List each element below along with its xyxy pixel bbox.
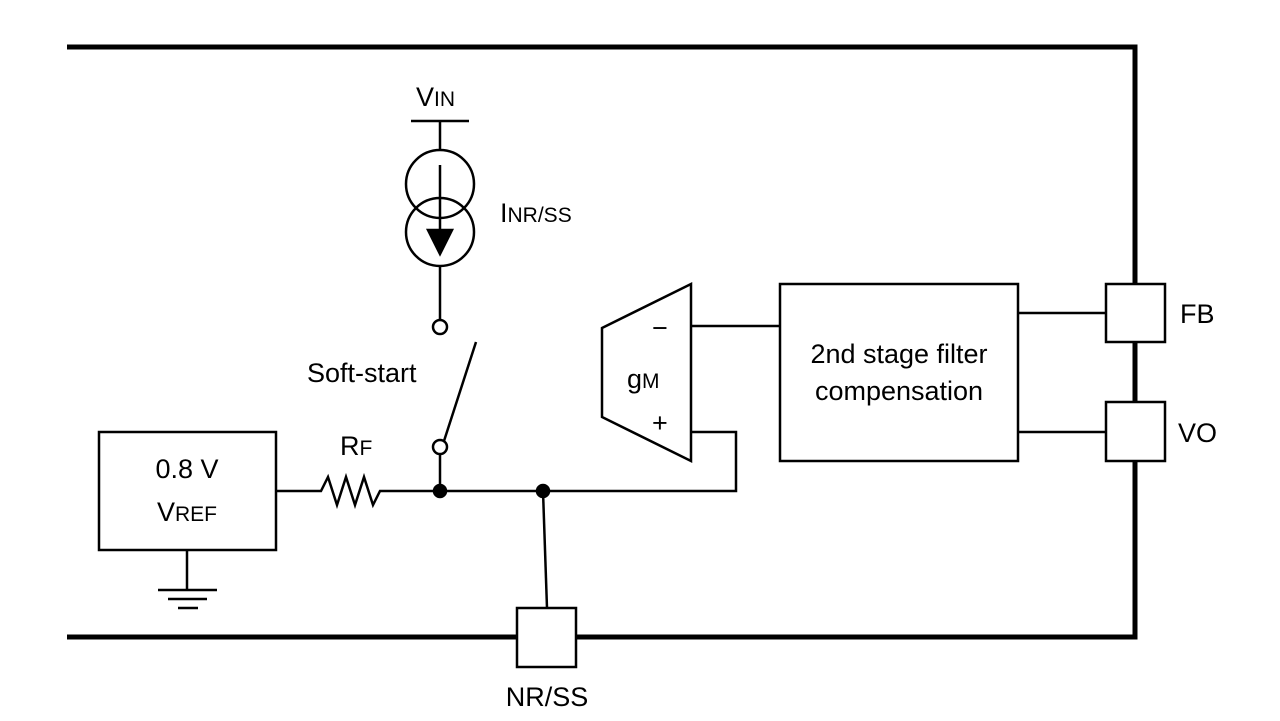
pin-vo-label: VO xyxy=(1178,418,1217,448)
filter-block xyxy=(778,282,1020,463)
switch-contact-top xyxy=(431,318,449,336)
filter-label-line1: 2nd stage filter xyxy=(810,339,987,369)
amp-minus-sign: − xyxy=(652,313,668,343)
vin-label: VIN xyxy=(416,82,455,112)
reference-block xyxy=(97,430,278,552)
pin-nrss xyxy=(515,606,578,669)
ic-boundary-bottom xyxy=(577,461,1138,640)
pin-fb-label: FB xyxy=(1180,299,1215,329)
current-source-label: INR/SS xyxy=(500,198,572,228)
current-source-arrow-head xyxy=(425,228,455,257)
ic-boundary-top xyxy=(67,44,1138,284)
switch-contact-bottom xyxy=(431,438,449,456)
resistor-rf xyxy=(276,472,440,510)
junction-dot-1 xyxy=(432,483,448,499)
nrss-wire xyxy=(541,490,549,609)
amp-plus-sign: + xyxy=(652,408,668,438)
rf-label: RF xyxy=(340,431,372,461)
filter-label-line2: compensation xyxy=(815,376,983,406)
pin-nrss-label: NR/SS xyxy=(506,682,589,712)
pin-vo xyxy=(1104,400,1167,463)
reference-voltage-label: 0.8 V xyxy=(155,454,218,484)
pin-fb xyxy=(1104,282,1167,344)
soft-start-label: Soft-start xyxy=(307,358,417,388)
gm-amplifier xyxy=(600,281,693,464)
switch-blade xyxy=(442,341,478,442)
gm-label: gM xyxy=(627,364,660,394)
vref-label: VREF xyxy=(157,497,217,527)
node-wire xyxy=(440,430,738,493)
